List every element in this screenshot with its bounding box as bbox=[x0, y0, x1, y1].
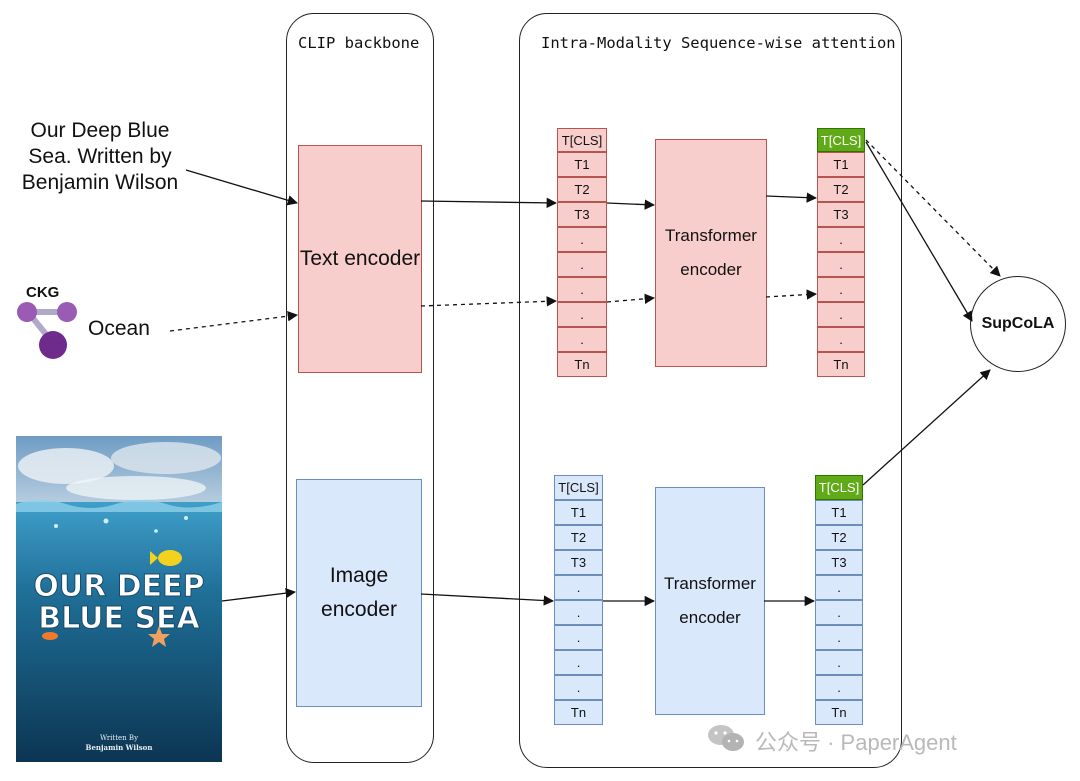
wechat-icon bbox=[706, 722, 746, 754]
image-out-token-cls: T[CLS] bbox=[815, 475, 863, 500]
text-encoder-box: Text encoder bbox=[298, 145, 422, 373]
text-out-token-dot: . bbox=[817, 277, 865, 302]
image-in-token-cls: T[CLS] bbox=[554, 475, 603, 500]
text-in-token-dot: . bbox=[557, 327, 607, 352]
arrow-text-tokens-to-transformer bbox=[606, 199, 656, 210]
arrow-text-encoder-to-tokens bbox=[420, 197, 558, 209]
arrow-text-encoder-to-tokens-dashed bbox=[420, 296, 558, 307]
text-in-token-cls: T[CLS] bbox=[557, 128, 607, 152]
arrow-text-tokens-to-transformer-dashed bbox=[606, 293, 656, 304]
text-out-token-t1: T1 bbox=[817, 152, 865, 177]
image-out-token-dot: . bbox=[815, 625, 863, 650]
image-out-token-dot: . bbox=[815, 650, 863, 675]
arrow-poster-to-image-encoder bbox=[221, 587, 297, 602]
image-out-token-tn: Tn bbox=[815, 700, 863, 725]
text-out-token-t2: T2 bbox=[817, 177, 865, 202]
poster-credit-line1: Written By bbox=[100, 734, 138, 742]
text-transformer-encoder: Transformer encoder bbox=[655, 139, 767, 367]
poster-credit-line2: Benjamin Wilson bbox=[86, 743, 153, 752]
clip-backbone-title: CLIP backbone bbox=[298, 34, 420, 52]
image-out-token-dot: . bbox=[815, 675, 863, 700]
image-in-token-dot: . bbox=[554, 625, 603, 650]
text-input-caption: Our Deep Blue Sea. Written by Benjamin W… bbox=[21, 119, 179, 194]
image-in-token-t2: T2 bbox=[554, 525, 603, 550]
text-out-token-dot: . bbox=[817, 327, 865, 352]
image-in-token-dot: . bbox=[554, 650, 603, 675]
intra-modality-title: Intra-Modality Sequence-wise attention bbox=[541, 34, 896, 52]
watermark-text: 公众号 · PaperAgent bbox=[755, 730, 957, 755]
text-out-token-dot: . bbox=[817, 302, 865, 327]
image-out-token-dot: . bbox=[815, 575, 863, 600]
ckg-graph-icon bbox=[14, 283, 84, 363]
image-out-token-t3: T3 bbox=[815, 550, 863, 575]
text-in-token-dot: . bbox=[557, 227, 607, 252]
arrow-text-transformer-to-out bbox=[765, 192, 818, 203]
image-in-token-t1: T1 bbox=[554, 500, 603, 525]
poster-title-line2: BLUE SEA bbox=[38, 601, 200, 636]
text-in-token-t3: T3 bbox=[557, 202, 607, 227]
arrow-text-cls-to-supcola bbox=[865, 141, 973, 322]
poster-title-line1: OUR DEEP bbox=[33, 569, 204, 604]
text-in-token-dot: . bbox=[557, 302, 607, 327]
image-in-token-dot: . bbox=[554, 575, 603, 600]
image-in-token-tn: Tn bbox=[554, 700, 603, 725]
text-out-token-dot: . bbox=[817, 252, 865, 277]
text-in-token-dot: . bbox=[557, 252, 607, 277]
book-cover-image: OUR DEEP BLUE SEA Written By Benjamin Wi… bbox=[16, 436, 222, 762]
text-in-token-t2: T2 bbox=[557, 177, 607, 202]
text-in-token-t1: T1 bbox=[557, 152, 607, 177]
supcola-node: SupCoLA bbox=[970, 276, 1066, 372]
arrow-text-transformer-to-out-dashed bbox=[765, 289, 818, 300]
image-out-token-dot: . bbox=[815, 600, 863, 625]
arrow-image-cls-to-supcola bbox=[862, 369, 991, 486]
arrow-ocean-to-text-encoder bbox=[169, 311, 299, 332]
image-in-token-dot: . bbox=[554, 675, 603, 700]
arrow-image-encoder-to-tokens bbox=[420, 593, 555, 606]
text-out-token-cls: T[CLS] bbox=[817, 128, 865, 152]
image-out-token-t1: T1 bbox=[815, 500, 863, 525]
text-in-token-dot: . bbox=[557, 277, 607, 302]
image-in-token-t3: T3 bbox=[554, 550, 603, 575]
image-encoder-box: Image encoder bbox=[296, 479, 422, 707]
text-out-token-tn: Tn bbox=[817, 352, 865, 377]
image-transformer-encoder: Transformer encoder bbox=[655, 487, 765, 715]
ocean-label: Ocean bbox=[88, 317, 150, 340]
text-out-token-t3: T3 bbox=[817, 202, 865, 227]
image-out-token-t2: T2 bbox=[815, 525, 863, 550]
image-in-token-dot: . bbox=[554, 600, 603, 625]
ckg-label: CKG bbox=[26, 284, 60, 301]
arrow-caption-to-text-encoder bbox=[185, 169, 298, 206]
text-out-token-dot: . bbox=[817, 227, 865, 252]
text-in-token-tn: Tn bbox=[557, 352, 607, 377]
